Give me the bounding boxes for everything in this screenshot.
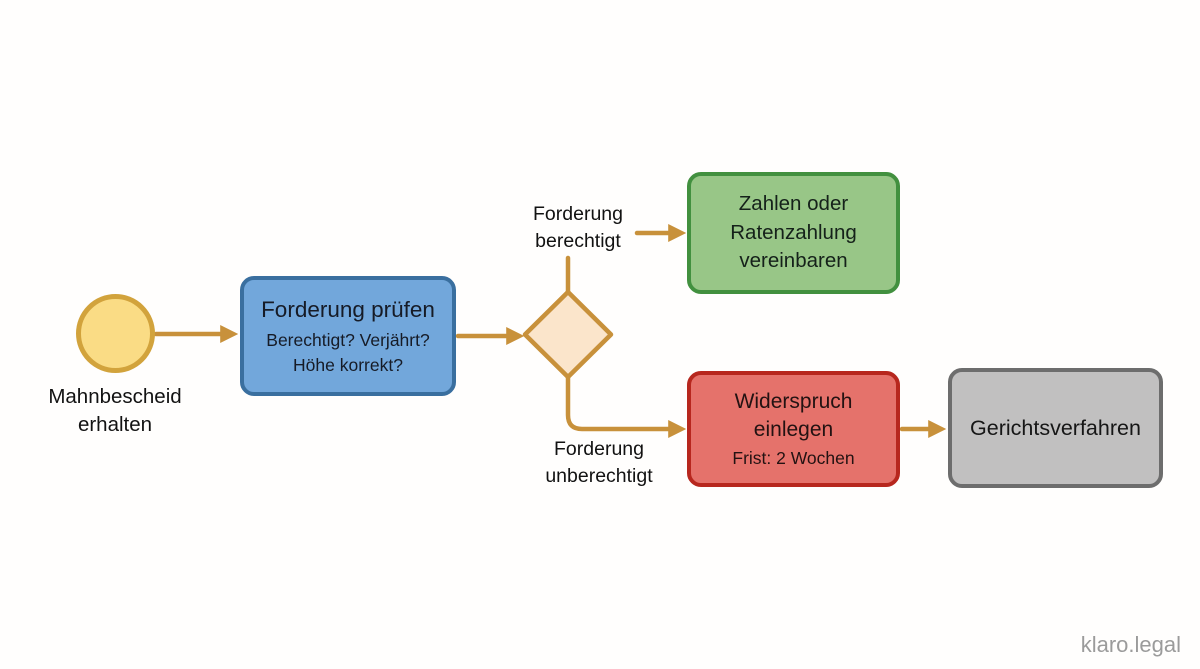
pay-outcome-box: Zahlen oder Ratenzahlung vereinbaren [687, 172, 900, 294]
start-label-line1: Mahnbescheid [48, 385, 182, 408]
check-claim-line2: Höhe korrekt? [293, 354, 403, 375]
objection-box: Widerspruch einlegen Frist: 2 Wochen [687, 371, 900, 487]
check-claim-line1: Berechtigt? Verjährt? [266, 330, 430, 350]
edge-label-unberechtigt-line2: unberechtigt [545, 465, 653, 487]
connector-decision-to-object [565, 374, 687, 438]
pay-outcome-line2: Ratenzahlung [730, 220, 857, 244]
check-claim-box: Forderung prüfen Berechtigt? Verjährt? H… [240, 276, 456, 396]
edge-label-unberechtigt: Forderung unberechtigt [518, 436, 680, 490]
decision-diamond [522, 289, 614, 380]
start-event-circle [76, 294, 155, 373]
pay-outcome-line3: vereinbaren [739, 249, 848, 273]
court-proceedings-title: Gerichtsverfahren [970, 415, 1141, 440]
edge-label-berechtigt-line1: Forderung [533, 203, 623, 225]
start-label-line2: erhalten [77, 413, 153, 436]
objection-deadline-note: Frist: 2 Wochen [732, 447, 855, 468]
objection-line2: einlegen [753, 418, 834, 441]
check-claim-title: Forderung prüfen [261, 297, 435, 322]
edge-label-berechtigt-line2: berechtigt [535, 230, 621, 252]
watermark-brand: klaro.legal [1080, 632, 1181, 657]
edge-label-unberechtigt-line1: Forderung [554, 438, 644, 460]
pay-outcome-line1: Zahlen oder [738, 192, 849, 216]
objection-line1: Widerspruch [734, 389, 853, 413]
start-event-label: Mahnbescheid erhalten [15, 383, 215, 439]
edge-label-berechtigt: Forderung berechtigt [498, 201, 658, 255]
court-proceedings-box: Gerichtsverfahren [948, 368, 1163, 488]
